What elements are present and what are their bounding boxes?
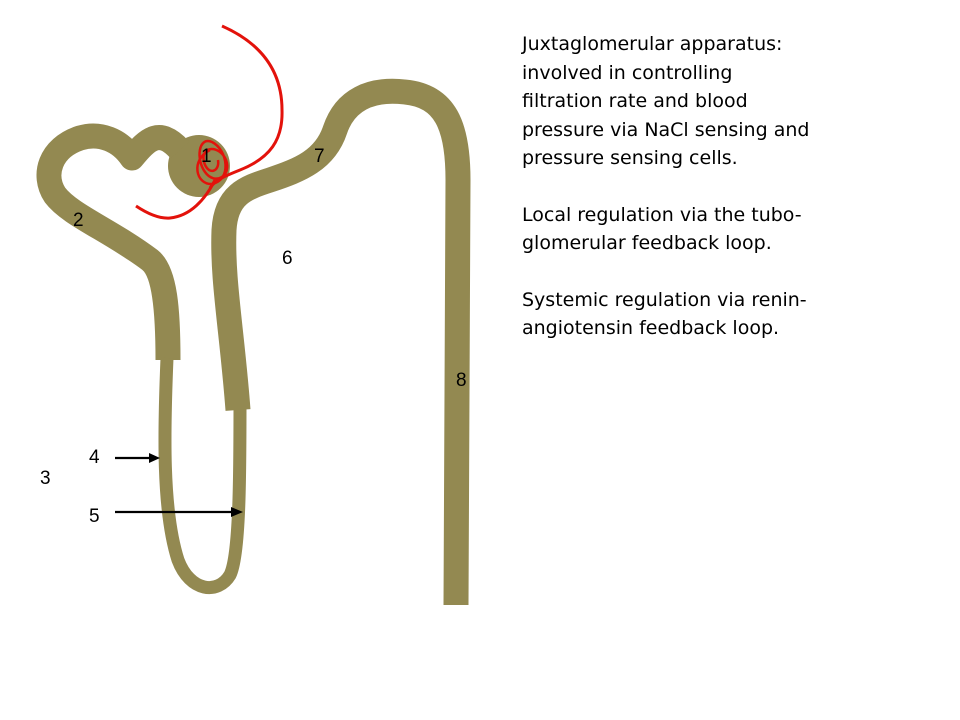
notes-line: Juxtaglomerular apparatus: bbox=[522, 33, 783, 55]
afferent-arteriole bbox=[208, 24, 284, 189]
arrow-4 bbox=[115, 453, 160, 463]
notes-line: Local regulation via the tubo- bbox=[522, 203, 802, 226]
notes-line: pressure via NaCl sensing and bbox=[522, 118, 810, 141]
label-1: 1 bbox=[201, 146, 212, 167]
proximal-convoluted-tubule bbox=[36, 123, 190, 361]
label-3: 3 bbox=[40, 468, 51, 489]
arrow-5 bbox=[115, 507, 243, 517]
notes-paragraph-3: Systemic regulation via renin- angiotens… bbox=[522, 286, 942, 343]
blood-vessel bbox=[135, 24, 284, 220]
notes-line: filtration rate and blood bbox=[522, 90, 748, 112]
notes-text: Juxtaglomerular apparatus: involved in c… bbox=[522, 30, 942, 371]
label-4: 4 bbox=[89, 447, 100, 468]
label-6: 6 bbox=[282, 248, 293, 269]
notes-paragraph-1: Juxtaglomerular apparatus: involved in c… bbox=[522, 30, 942, 173]
notes-paragraph-2: Local regulation via the tubo- glomerula… bbox=[522, 201, 942, 258]
notes-line: Systemic regulation via renin- bbox=[522, 288, 807, 311]
ascending-loop-thick bbox=[211, 78, 471, 606]
efferent-arteriole bbox=[135, 179, 217, 220]
descending-loop-thin bbox=[158, 357, 247, 595]
label-7: 7 bbox=[314, 146, 325, 167]
notes-line: involved in controlling bbox=[522, 61, 733, 84]
label-5: 5 bbox=[89, 506, 100, 527]
nephron-tubule bbox=[36, 78, 471, 606]
notes-line: pressure sensing cells. bbox=[522, 147, 738, 169]
label-8: 8 bbox=[456, 370, 467, 391]
label-2: 2 bbox=[73, 210, 84, 231]
notes-line: angiotensin feedback loop. bbox=[522, 317, 780, 339]
notes-line: glomerular feedback loop. bbox=[522, 232, 772, 254]
